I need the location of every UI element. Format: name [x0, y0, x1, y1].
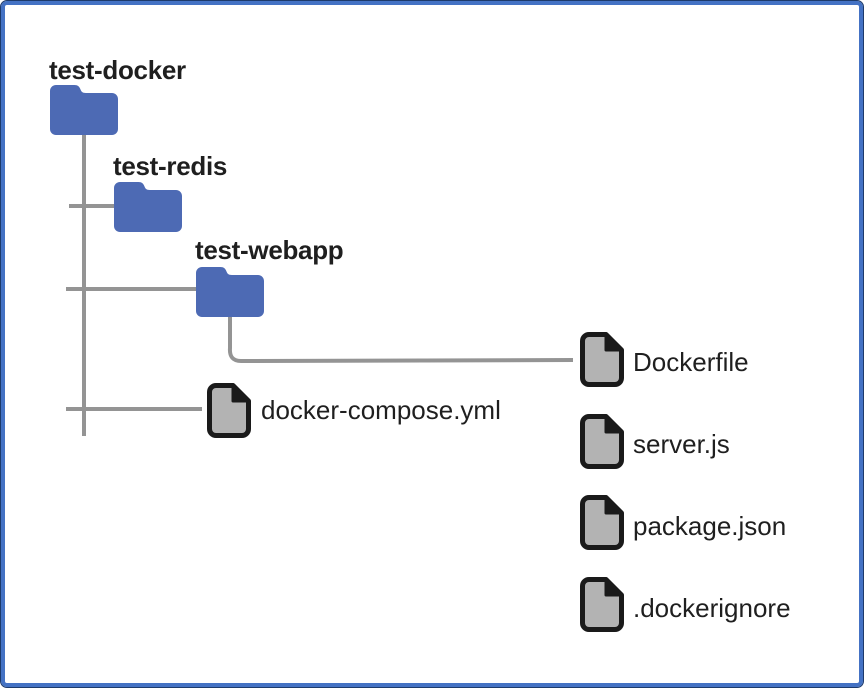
connector-test-webapp-to-dockerfile: [227, 316, 574, 364]
label-test-docker: test-docker: [49, 55, 186, 85]
file-icon-server-js: [580, 414, 624, 469]
file-icon-dockerfile: [580, 332, 624, 387]
label-dockerignore: .dockerignore: [633, 593, 791, 623]
label-docker-compose: docker-compose.yml: [261, 395, 501, 425]
label-server-js: server.js: [633, 429, 730, 459]
label-test-redis: test-redis: [113, 151, 228, 181]
file-icon-docker-compose: [207, 383, 251, 438]
label-test-webapp: test-webapp: [195, 235, 344, 265]
file-icon-dockerignore: [580, 577, 624, 632]
label-package-json: package.json: [633, 511, 787, 541]
folder-icon-test-docker: [50, 85, 118, 135]
file-icon-package-json: [580, 495, 624, 550]
folder-icon-test-redis: [114, 182, 182, 232]
folder-icon-test-webapp: [196, 267, 264, 317]
label-dockerfile: Dockerfile: [633, 347, 749, 377]
